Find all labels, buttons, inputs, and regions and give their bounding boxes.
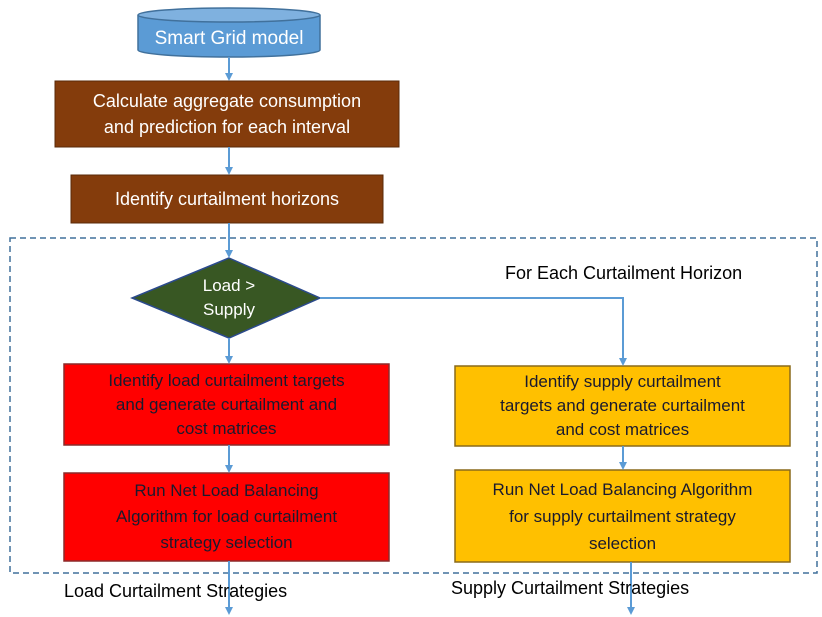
loop-boundary [9,237,818,574]
supply-algorithm-line-2: for supply curtailment strategy [509,506,736,526]
load-algorithm-line-1: Run Net Load Balancing [134,481,319,500]
identify-horizons-label: Identify curtailment horizons [71,175,383,223]
load-targets-line-3: cost matrices [176,418,277,438]
connector-decision-to-supply [320,297,627,366]
load-algorithm-box [63,472,390,562]
supply-targets-line-1: Identify supply curtailment [524,372,721,391]
decision-line-1: Load > [202,276,256,295]
load-algorithm-line-3: strategy selection [160,533,293,552]
identify-horizons-box [70,174,384,224]
supply-algorithm-line-3: selection [588,533,657,553]
decision-label: Load > Supply [170,268,288,328]
calc-line-2: and prediction for each interval [103,117,351,137]
calc-label: Calculate aggregate consumption and pred… [55,81,399,147]
supply-algorithm-box [454,469,791,563]
identify-horizons-text: Identify curtailment horizons [114,188,340,209]
load-targets-line-2: and generate curtailment and [115,394,338,414]
load-output-label: Load Curtailment Strategies [64,581,288,601]
smart-grid-label: Smart Grid model [138,22,320,56]
load-targets-line-1: Identify load curtailment targets [108,370,345,390]
loop-label: For Each Curtailment Horizon [505,263,743,283]
supply-output-label: Supply Curtailment Strategies [451,578,690,598]
load-targets-box [63,363,390,446]
decision-line-2: Supply [203,300,255,319]
smart-grid-cylinder [137,7,321,58]
supply-algorithm-label: Run Net Load Balancing Algorithm for sup… [455,470,790,562]
supply-algorithm-line-1: Run Net Load Balancing Algorithm [492,479,753,499]
load-algorithm-line-2: Algorithm for load curtailment [115,507,338,526]
supply-targets-label: Identify supply curtailment targets and … [455,366,790,446]
calc-line-1: Calculate aggregate consumption [92,91,362,111]
supply-targets-line-3: and cost matrices [555,420,690,439]
smart-grid-text: Smart Grid model [154,28,304,49]
supply-targets-line-2: targets and generate curtailment [500,396,745,415]
load-targets-label: Identify load curtailment targets and ge… [64,364,389,445]
calc-box [54,80,400,148]
load-algorithm-label: Run Net Load Balancing Algorithm for loa… [64,473,389,561]
